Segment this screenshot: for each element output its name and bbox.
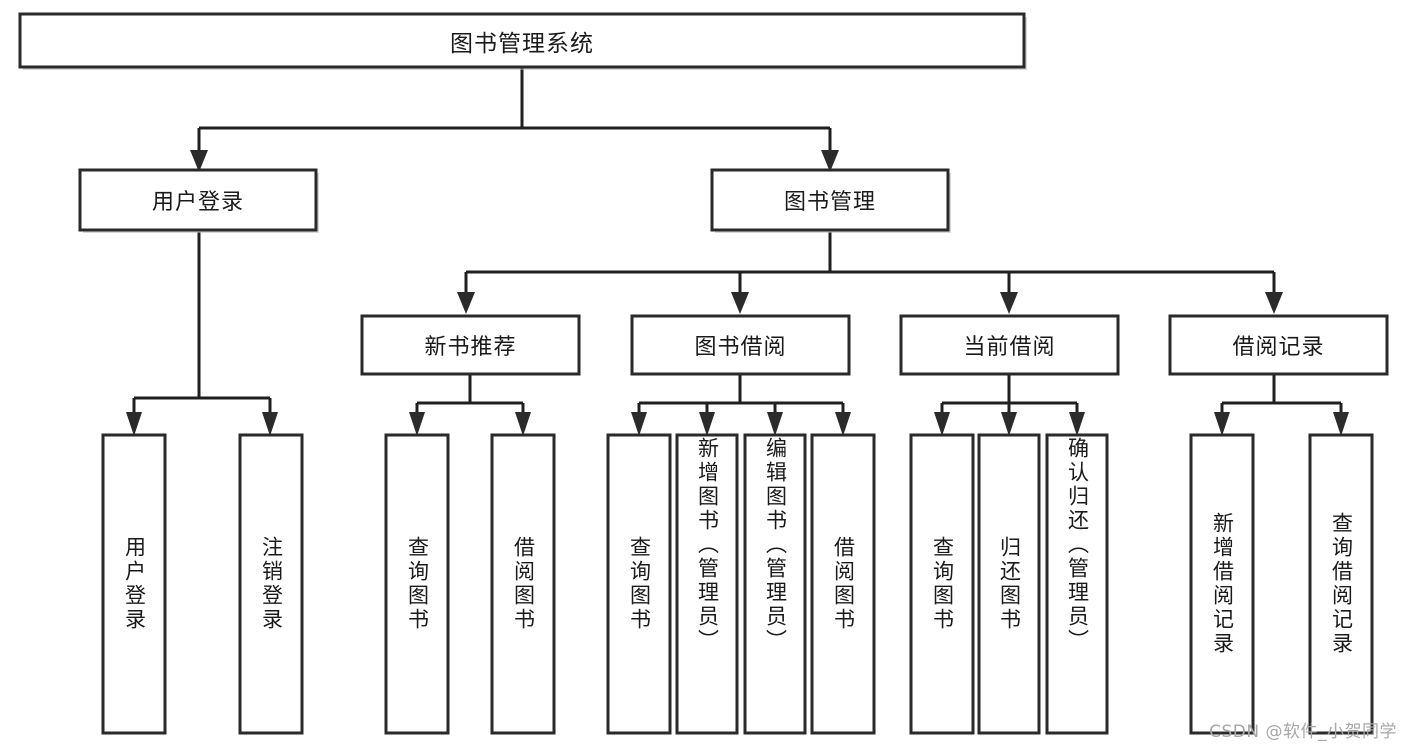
node-book-manage-box[interactable]	[710, 168, 950, 232]
leaf-box-book-borrow-1[interactable]	[675, 433, 739, 735]
leaf-box-user-login-1[interactable]	[238, 433, 304, 735]
arrowhead-bookborrow-leaf-1	[699, 412, 715, 436]
leaf-box-book-borrow-0[interactable]	[606, 433, 672, 735]
boxes-layer	[18, 12, 1389, 735]
leaf-box-new-book-0[interactable]	[384, 433, 450, 735]
arrowhead-borrowrecord-leaf-1	[1333, 412, 1349, 436]
leaf-box-new-book-1[interactable]	[490, 433, 556, 735]
arrowhead-newbook-leaf-1	[515, 412, 531, 436]
arrowhead-bookborrow-leaf-3	[835, 412, 851, 436]
leaf-box-borrow-record-1[interactable]	[1308, 433, 1374, 735]
leaf-box-book-borrow-2[interactable]	[743, 433, 807, 735]
arrowhead-bookborrow-leaf-2	[767, 412, 783, 436]
node-borrow-record-box[interactable]	[1168, 314, 1389, 376]
node-current-borrow-box[interactable]	[899, 314, 1120, 376]
arrowhead-l3-2	[1000, 292, 1018, 314]
leaf-box-current-borrow-0[interactable]	[909, 433, 975, 735]
arrowhead-borrowrecord-leaf-0	[1214, 412, 1230, 436]
leaf-box-book-borrow-3[interactable]	[810, 433, 876, 735]
arrowhead-to-book-manage	[821, 150, 839, 172]
node-root-box[interactable]	[18, 12, 1026, 69]
leaf-box-borrow-record-0[interactable]	[1189, 433, 1255, 735]
node-new-book-recommend-box[interactable]	[360, 314, 581, 376]
node-book-borrow-box[interactable]	[630, 314, 851, 376]
node-user-login-box[interactable]	[78, 168, 318, 232]
arrowheads-layer	[126, 150, 1349, 436]
arrowhead-newbook-leaf-0	[409, 412, 425, 436]
leaf-box-user-login-0[interactable]	[101, 433, 167, 735]
leaf-box-current-borrow-1[interactable]	[977, 433, 1041, 735]
arrowhead-to-user-login	[190, 150, 208, 172]
arrowhead-userlogin-leaf-0	[126, 412, 142, 436]
arrowhead-l3-3	[1265, 292, 1283, 314]
arrowhead-currentborrow-leaf-1	[1001, 412, 1017, 436]
arrowhead-bookborrow-leaf-0	[631, 412, 647, 436]
arrowhead-l3-1	[731, 292, 749, 314]
arrowhead-l3-0	[457, 292, 475, 314]
leaf-box-current-borrow-2[interactable]	[1045, 433, 1109, 735]
arrowhead-currentborrow-leaf-0	[934, 412, 950, 436]
arrowhead-currentborrow-leaf-2	[1069, 412, 1085, 436]
arrowhead-userlogin-leaf-1	[262, 412, 278, 436]
